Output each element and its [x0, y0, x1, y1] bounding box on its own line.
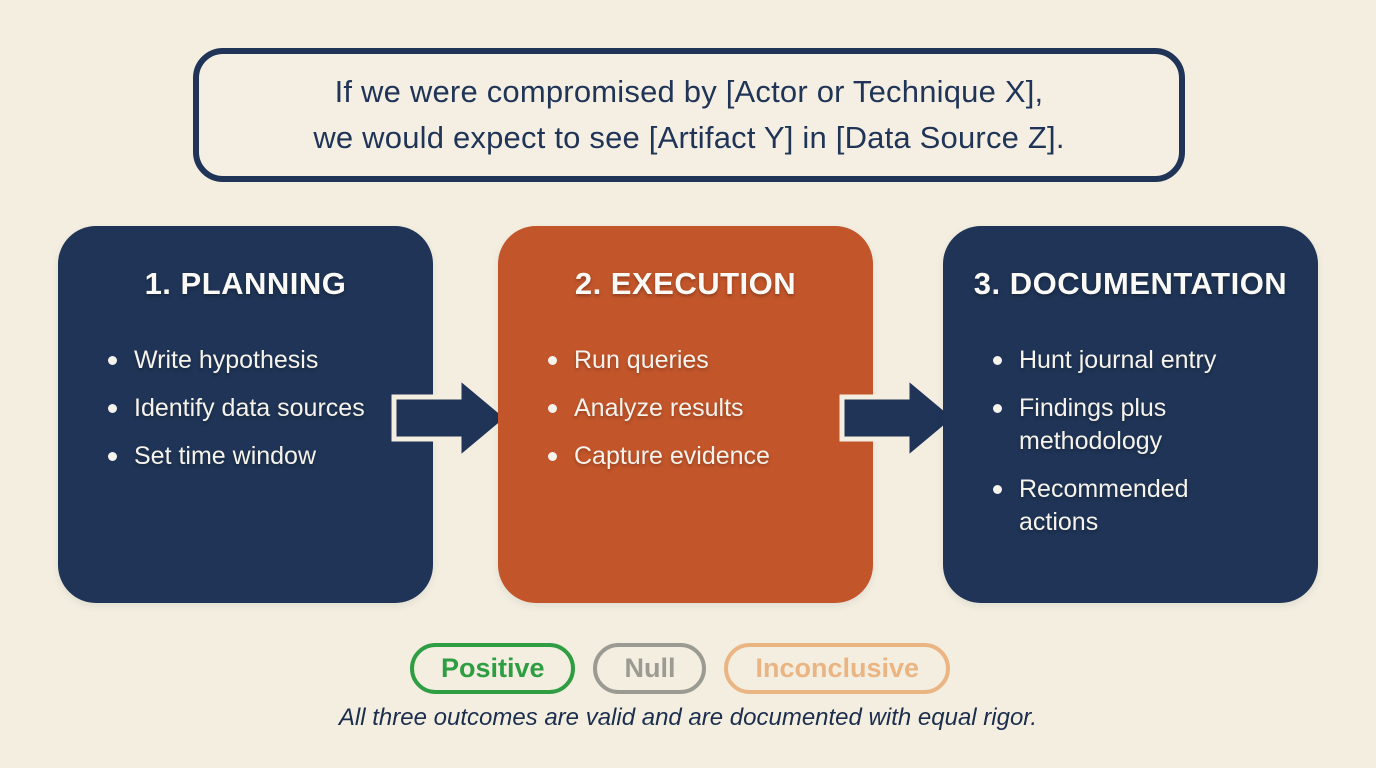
- bullet-dot-icon: [993, 485, 1002, 494]
- bullet-item-label: Hunt journal entry: [1019, 346, 1217, 374]
- bullet-item-label: Recommended actions: [1019, 475, 1189, 536]
- stage-title-documentation: 3. DOCUMENTATION: [973, 266, 1288, 301]
- bullet-dot-icon: [108, 452, 117, 461]
- bullet-item-label: Findings plus methodology: [1019, 394, 1167, 455]
- stage-card-execution: 2. EXECUTION Run queries Analyze results…: [498, 226, 873, 603]
- outcomes-row: Positive Null Inconclusive: [0, 643, 1368, 694]
- bullet-item-label: Run queries: [574, 346, 709, 374]
- arrow-right-icon: [391, 372, 512, 464]
- bullet-item: Findings plus methodology: [993, 392, 1318, 458]
- bullet-item: Capture evidence: [548, 440, 873, 473]
- outcome-badge-positive: Positive: [409, 643, 576, 694]
- stage-items-planning: Write hypothesis Identify data sources S…: [58, 344, 433, 473]
- bullet-item: Analyze results: [548, 392, 873, 425]
- bullet-item: Identify data sources: [108, 392, 433, 425]
- bullet-item: Run queries: [548, 344, 873, 377]
- stage-items-execution: Run queries Analyze results Capture evid…: [498, 344, 873, 473]
- bullet-dot-icon: [993, 356, 1002, 365]
- bullet-dot-icon: [108, 356, 117, 365]
- stage-card-planning: 1. PLANNING Write hypothesis Identify da…: [58, 226, 433, 603]
- outcome-badge-null: Null: [593, 643, 707, 694]
- bullet-item-label: Identify data sources: [134, 394, 365, 422]
- footer-note: All three outcomes are valid and are doc…: [338, 704, 1038, 731]
- bullet-dot-icon: [548, 452, 557, 461]
- bullet-dot-icon: [548, 356, 557, 365]
- bullet-item-label: Capture evidence: [574, 442, 770, 470]
- bullet-dot-icon: [548, 404, 557, 413]
- stage-items-documentation: Hunt journal entry Findings plus methodo…: [943, 344, 1318, 539]
- bullet-dot-icon: [993, 404, 1002, 413]
- bullet-item: Hunt journal entry: [993, 344, 1318, 377]
- stage-title-execution: 2. EXECUTION: [574, 266, 797, 301]
- stage-title-planning: 1. PLANNING: [144, 266, 347, 301]
- bullet-item-label: Write hypothesis: [134, 346, 319, 374]
- bullet-item: Recommended actions: [993, 473, 1318, 539]
- outcome-badge-inconclusive: Inconclusive: [724, 643, 951, 694]
- hypothesis-line-2: we would expect to see [Artifact Y] in […: [313, 120, 1065, 155]
- bullet-item: Set time window: [108, 440, 433, 473]
- bullet-item-label: Analyze results: [574, 394, 744, 422]
- bullet-item: Write hypothesis: [108, 344, 433, 377]
- arrow-right-icon: [839, 372, 960, 464]
- hypothesis-box: If we were compromised by [Actor or Tech…: [193, 48, 1185, 182]
- bullet-dot-icon: [108, 404, 117, 413]
- bullet-item-label: Set time window: [134, 442, 317, 470]
- stage-card-documentation: 3. DOCUMENTATION Hunt journal entry Find…: [943, 226, 1318, 603]
- hypothesis-line-1: If we were compromised by [Actor or Tech…: [334, 74, 1044, 109]
